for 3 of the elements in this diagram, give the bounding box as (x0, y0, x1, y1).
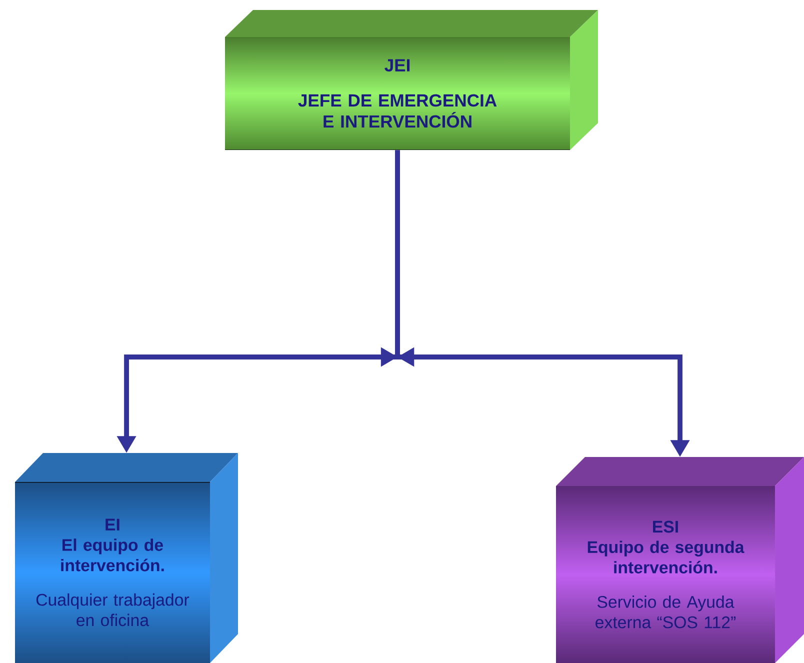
block-box: ESI Equipo de segunda intervención. Servicio de Ayuda externa “SOS 112” (556, 457, 804, 663)
block-box: EI El equipo de intervención. Cualquier trabajador en oficina (15, 453, 238, 663)
block-box: JEI JEFE DE EMERGENCIA E INTERVENCIÓN (225, 10, 598, 150)
